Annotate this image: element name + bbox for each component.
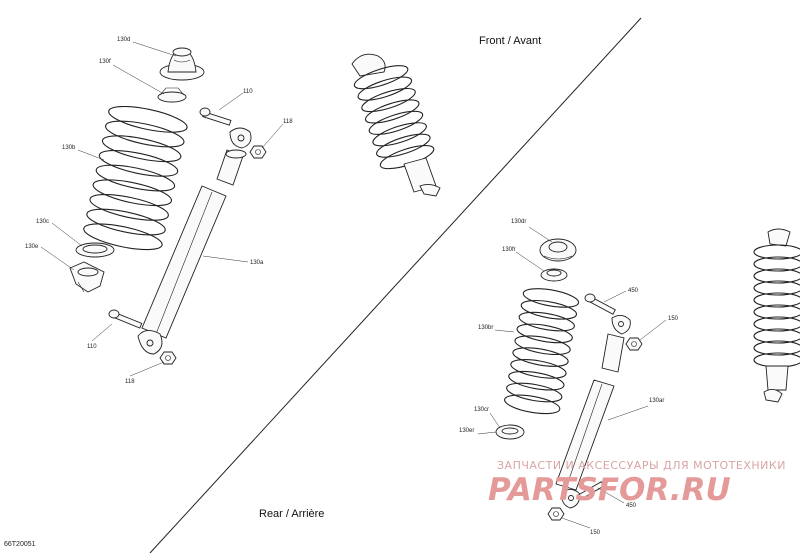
rear-shock-absorber-130a <box>137 127 252 355</box>
rear-callout-leaders <box>40 41 284 377</box>
rear-retainer-130f <box>157 87 187 103</box>
rear-bolt-110-top <box>199 107 232 126</box>
callout-130e: 130e <box>25 244 39 250</box>
front-bolt-450-bottom <box>578 481 605 500</box>
assembled-shock-right <box>753 228 800 403</box>
assembled-shock-top-center <box>351 53 441 197</box>
watermark-tagline: ЗАПЧАСТИ И АКСЕССУАРЫ ДЛЯ МОТОТЕХНИКИ <box>497 459 786 472</box>
callout-110-bottom: 110 <box>87 344 97 350</box>
callout-130ar: 130ar <box>649 398 664 404</box>
rear-nut-118-top <box>249 145 267 159</box>
rear-coil-spring-130b <box>83 105 188 251</box>
callout-450-top: 450 <box>628 288 639 294</box>
front-shock-absorber-130ar <box>555 315 631 509</box>
callout-130er: 130er <box>459 428 474 434</box>
callout-150-bottom: 150 <box>590 530 601 536</box>
rear-lower-cup-130e <box>69 261 105 293</box>
callout-130f: 130f <box>99 59 111 65</box>
watermark-brand: PARTSFOR.RU <box>488 472 731 508</box>
front-bolt-450-top <box>584 293 616 315</box>
front-nut-150-top <box>625 337 643 351</box>
callout-118-bottom: 118 <box>125 379 135 385</box>
front-nut-150-bottom <box>547 507 565 521</box>
callout-130c: 130c <box>36 219 49 225</box>
callout-130dr: 130dr <box>511 219 526 225</box>
callout-130d: 130d <box>117 37 130 43</box>
front-heading: Front / Avant <box>479 35 541 47</box>
front-coil-spring-130br <box>504 288 580 415</box>
rear-bolt-110-bottom <box>108 309 143 329</box>
front-callout-leaders <box>477 226 667 529</box>
callout-118-top: 118 <box>283 119 293 125</box>
section-divider-line <box>149 17 642 553</box>
callout-130b: 130b <box>62 145 76 151</box>
front-ring-130cr <box>495 424 525 440</box>
callout-450-bottom: 450 <box>626 503 637 509</box>
rear-ring-130c <box>75 242 115 258</box>
callout-130br: 130br <box>478 325 493 331</box>
rear-spring-cup-130d <box>159 47 205 81</box>
figure-code: 66T20051 <box>4 541 36 548</box>
front-retainer-130fr <box>540 268 568 282</box>
rear-nut-118-bottom <box>159 351 177 365</box>
front-spring-cup-130dr <box>539 238 577 262</box>
callout-110-top: 110 <box>243 89 253 95</box>
callout-150-top: 150 <box>668 316 679 322</box>
callout-130fr: 130fr <box>502 247 516 253</box>
callout-130a: 130a <box>250 260 264 266</box>
callout-130cr: 130cr <box>474 407 489 413</box>
rear-heading: Rear / Arrière <box>259 508 324 520</box>
